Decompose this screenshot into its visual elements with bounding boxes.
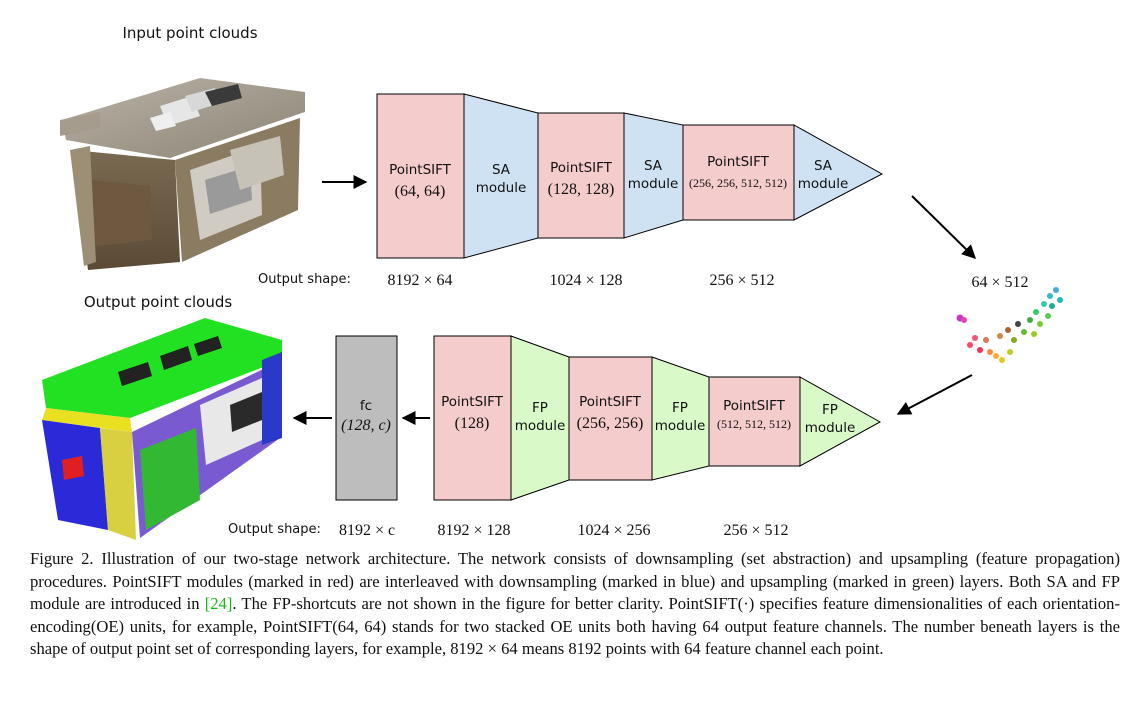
encoder-pointsift-2-params: (128, 128) [548, 181, 615, 198]
decoder-pointsift-3-params: (512, 512, 512) [717, 417, 791, 431]
output-title: Output point clouds [84, 293, 233, 311]
encoder-sa-3-name: SA [814, 158, 833, 174]
bottleneck-points-image [956, 287, 1063, 363]
decoder-pointsift-1-params: (128) [455, 415, 490, 432]
decoder-pointsift-3-name: PointSIFT [723, 398, 786, 414]
caption-text-1: Figure 2. Illustration of our two-stage … [30, 549, 1120, 613]
decoder-fp-1-name2: module [515, 418, 566, 434]
decoder-shape-2: 8192 × 128 [437, 522, 510, 539]
encoder-shape-2: 1024 × 128 [549, 272, 622, 289]
decoder-shape-3: 1024 × 256 [577, 522, 650, 539]
decoder-shape-4: 256 × 512 [723, 522, 788, 539]
encoder-shape-1: 8192 × 64 [387, 272, 452, 289]
architecture-figure: Input point clouds Output point clouds P… [42, 24, 1063, 540]
decoder-fp-2-name: FP [672, 400, 688, 416]
encoder-pointsift-2-name: PointSIFT [550, 160, 613, 176]
encoder-shape-3: 256 × 512 [709, 272, 774, 289]
decoder-pointsift-2 [568, 356, 653, 481]
encoder-output-shape-label: Output shape: [258, 272, 351, 287]
encoder-sa-2-name: SA [644, 158, 663, 174]
decoder-fc-name: fc [360, 398, 372, 414]
bottleneck-shape: 64 × 512 [971, 274, 1028, 291]
decoder-pointsift-1 [433, 335, 512, 501]
decoder-shape-1: 8192 × c [339, 522, 395, 539]
decoder-output-shape-label: Output shape: [228, 522, 321, 537]
decoder-pointsift-2-name: PointSIFT [579, 394, 642, 410]
encoder-sa-1-name: SA [492, 162, 511, 178]
decoder-fp-1-name: FP [532, 400, 548, 416]
arrow-encoder-to-bottleneck [911, 195, 976, 259]
encoder-pointsift-1 [376, 93, 465, 259]
decoder-fc-block [335, 335, 398, 501]
input-title: Input point clouds [122, 24, 257, 42]
encoder-sa-module-3 [793, 124, 884, 221]
encoder-pointsift-1-params: (64, 64) [395, 183, 446, 200]
encoder-sa-3-name2: module [798, 176, 849, 192]
decoder-pointsift-1-name: PointSIFT [441, 394, 504, 410]
encoder-pointsift-3 [682, 124, 795, 221]
encoder-pointsift-3-params: (256, 256, 512, 512) [689, 176, 787, 190]
decoder [335, 335, 882, 501]
encoder [376, 93, 884, 259]
encoder-sa-2-name2: module [628, 176, 679, 192]
caption-text-2: . The FP-shortcuts are not shown in the … [30, 594, 1120, 658]
decoder-fp-3-name2: module [805, 420, 856, 436]
caption-citation-link[interactable]: [24] [204, 594, 233, 613]
decoder-fc-params: (128, c) [341, 417, 391, 434]
input-point-cloud-image [60, 78, 305, 270]
output-point-cloud-image [42, 318, 282, 540]
arrow-bottleneck-to-decoder [896, 374, 973, 415]
encoder-sa-1-name2: module [476, 180, 527, 196]
decoder-fp-2-name2: module [655, 418, 706, 434]
decoder-fp-module-3 [799, 376, 882, 467]
encoder-pointsift-2 [537, 112, 625, 239]
decoder-pointsift-3 [708, 376, 801, 467]
decoder-fp-3-name: FP [822, 402, 838, 418]
decoder-pointsift-2-params: (256, 256) [577, 415, 644, 432]
figure-caption: Figure 2. Illustration of our two-stage … [30, 548, 1120, 661]
encoder-pointsift-3-name: PointSIFT [707, 154, 770, 170]
encoder-pointsift-1-name: PointSIFT [389, 162, 452, 178]
